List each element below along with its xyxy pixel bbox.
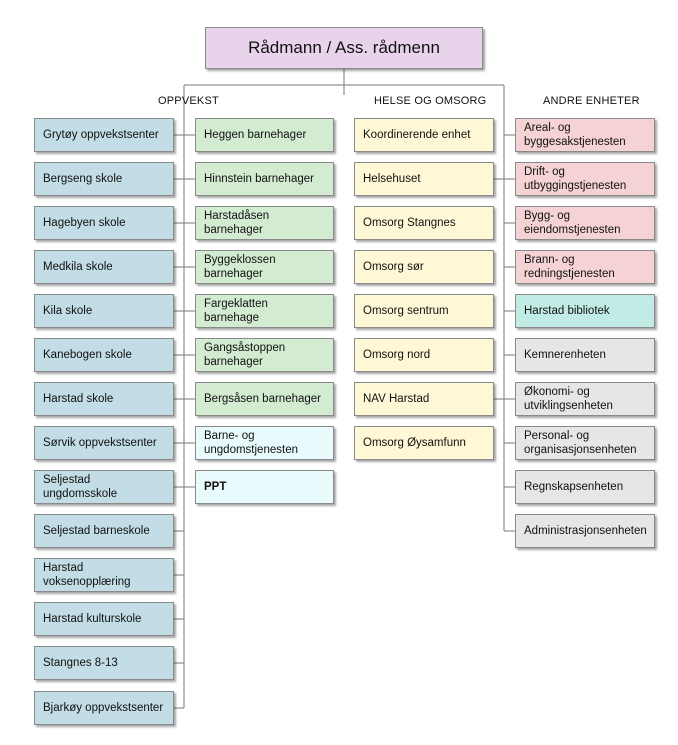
unit-box-health: Helsehuset [354, 162, 494, 196]
unit-box-admin: Kemnerenheten [515, 338, 655, 372]
header-helse-og-omsorg: HELSE OG OMSORG [374, 95, 487, 107]
unit-box-library: Harstad bibliotek [515, 294, 655, 328]
unit-box-school: Harstad voksenopplæring [34, 558, 174, 592]
unit-box-school: Bjarkøy oppvekstsenter [34, 691, 174, 725]
unit-box-admin: Økonomi- og utviklingsenheten [515, 382, 655, 416]
unit-box-health: Omsorg sentrum [354, 294, 494, 328]
unit-box-health: Omsorg Øysamfunn [354, 426, 494, 460]
unit-box-school: Hagebyen skole [34, 206, 174, 240]
unit-box-service: PPT [195, 470, 334, 504]
unit-box-kindergarten: Heggen barnehager [195, 118, 334, 152]
unit-box-technical: Brann- og redningstjenesten [515, 250, 655, 284]
unit-box-school: Sørvik oppvekstsenter [34, 426, 174, 460]
unit-box-technical: Drift- og utbyggingstjenesten [515, 162, 655, 196]
unit-box-school: Harstad kulturskole [34, 602, 174, 636]
unit-box-kindergarten: Harstadåsen barnehager [195, 206, 334, 240]
unit-box-admin: Administrasjonsenheten [515, 514, 655, 548]
unit-box-admin: Personal- og organisasjonsenheten [515, 426, 655, 460]
unit-box-school: Kila skole [34, 294, 174, 328]
unit-box-school: Bergseng skole [34, 162, 174, 196]
unit-box-health: Koordinerende enhet [354, 118, 494, 152]
header-oppvekst: OPPVEKST [158, 95, 219, 107]
unit-box-health: NAV Harstad [354, 382, 494, 416]
unit-box-school: Seljestad barneskole [34, 514, 174, 548]
unit-box-school: Grytøy oppvekstsenter [34, 118, 174, 152]
unit-box-admin: Regnskapsenheten [515, 470, 655, 504]
top-box-radmann: Rådmann / Ass. rådmenn [205, 27, 483, 69]
unit-box-kindergarten: Bergsåsen barnehager [195, 382, 334, 416]
header-andre-enheter: ANDRE ENHETER [543, 95, 640, 107]
unit-box-school: Seljestad ungdomsskole [34, 470, 174, 504]
unit-box-school: Stangnes 8-13 [34, 646, 174, 680]
unit-box-health: Omsorg sør [354, 250, 494, 284]
unit-box-kindergarten: Gangsåstoppen barnehager [195, 338, 334, 372]
unit-box-health: Omsorg nord [354, 338, 494, 372]
unit-box-kindergarten: Fargeklatten barnehage [195, 294, 334, 328]
unit-box-technical: Areal- og byggesakstjenesten [515, 118, 655, 152]
unit-box-health: Omsorg Stangnes [354, 206, 494, 240]
unit-box-school: Kanebogen skole [34, 338, 174, 372]
unit-box-technical: Bygg- og eiendomstjenesten [515, 206, 655, 240]
unit-box-service: Barne- og ungdomstjenesten [195, 426, 334, 460]
unit-box-school: Harstad skole [34, 382, 174, 416]
unit-box-kindergarten: Byggeklossen barnehager [195, 250, 334, 284]
unit-box-school: Medkila skole [34, 250, 174, 284]
unit-box-kindergarten: Hinnstein barnehager [195, 162, 334, 196]
